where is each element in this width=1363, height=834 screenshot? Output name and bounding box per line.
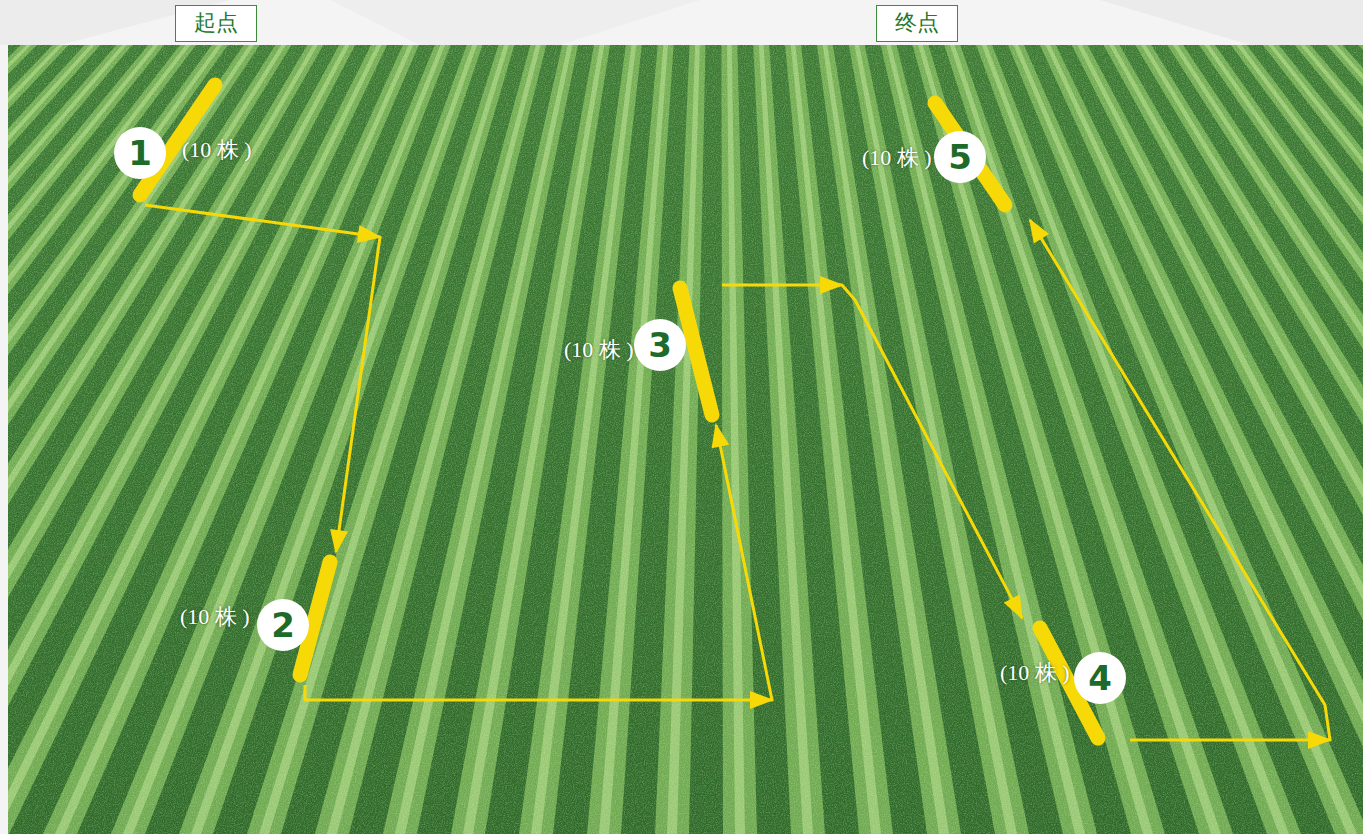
sample-bar — [935, 103, 1005, 205]
endpoint-tag: 终点 — [876, 5, 958, 42]
field-ground — [8, 45, 1363, 834]
background-shapes — [0, 0, 1363, 45]
plant-count: (10 株 ) — [180, 604, 250, 630]
callout-number: 4 — [1088, 661, 1112, 695]
callout-number: 3 — [648, 328, 672, 362]
arrow-head — [707, 421, 729, 448]
number-circle: 2 — [257, 599, 309, 651]
callout-number: 5 — [948, 140, 972, 174]
callout-number: 2 — [271, 608, 295, 642]
plant-count: (10 株 ) — [182, 137, 252, 163]
crop-rows — [8, 45, 1363, 834]
plant-count: (10 株 ) — [564, 337, 634, 363]
route-line — [1030, 220, 1330, 740]
number-circle: 1 — [114, 127, 166, 179]
arrow-head — [1004, 594, 1031, 624]
direction-head — [820, 276, 844, 294]
route-line — [145, 205, 380, 552]
callout-number: 1 — [128, 136, 152, 170]
number-circle: 5 — [934, 131, 986, 183]
tag-text: 终点 — [895, 10, 939, 35]
sample-point: 5 (10 株 ) — [800, 92, 1035, 220]
direction-head — [750, 691, 774, 709]
route-arrow — [305, 421, 774, 709]
number-circle: 4 — [1074, 652, 1126, 704]
sample-point: 1 (10 株 ) — [110, 78, 285, 205]
route-line — [305, 425, 772, 700]
sample-point: 3 (10 株 ) — [518, 278, 722, 425]
sample-bars — [140, 85, 1098, 738]
leaf-texture — [8, 45, 1363, 834]
route-arrow — [722, 276, 1031, 624]
arrow-head — [327, 529, 348, 555]
plant-count: (10 株 ) — [1000, 660, 1070, 686]
route-line — [722, 285, 1022, 618]
arrow-head — [1021, 214, 1049, 244]
direction-head — [1308, 731, 1332, 749]
tag-text: 起点 — [194, 10, 238, 35]
direction-head — [357, 225, 383, 246]
number-circle: 3 — [634, 319, 686, 371]
sample-point: 2 (10 株 ) — [135, 552, 340, 685]
sample-point: 4 (10 株 ) — [938, 618, 1130, 748]
endpoint-tag: 起点 — [175, 5, 257, 42]
route-arrow — [145, 205, 383, 555]
plant-count: (10 株 ) — [862, 145, 932, 171]
